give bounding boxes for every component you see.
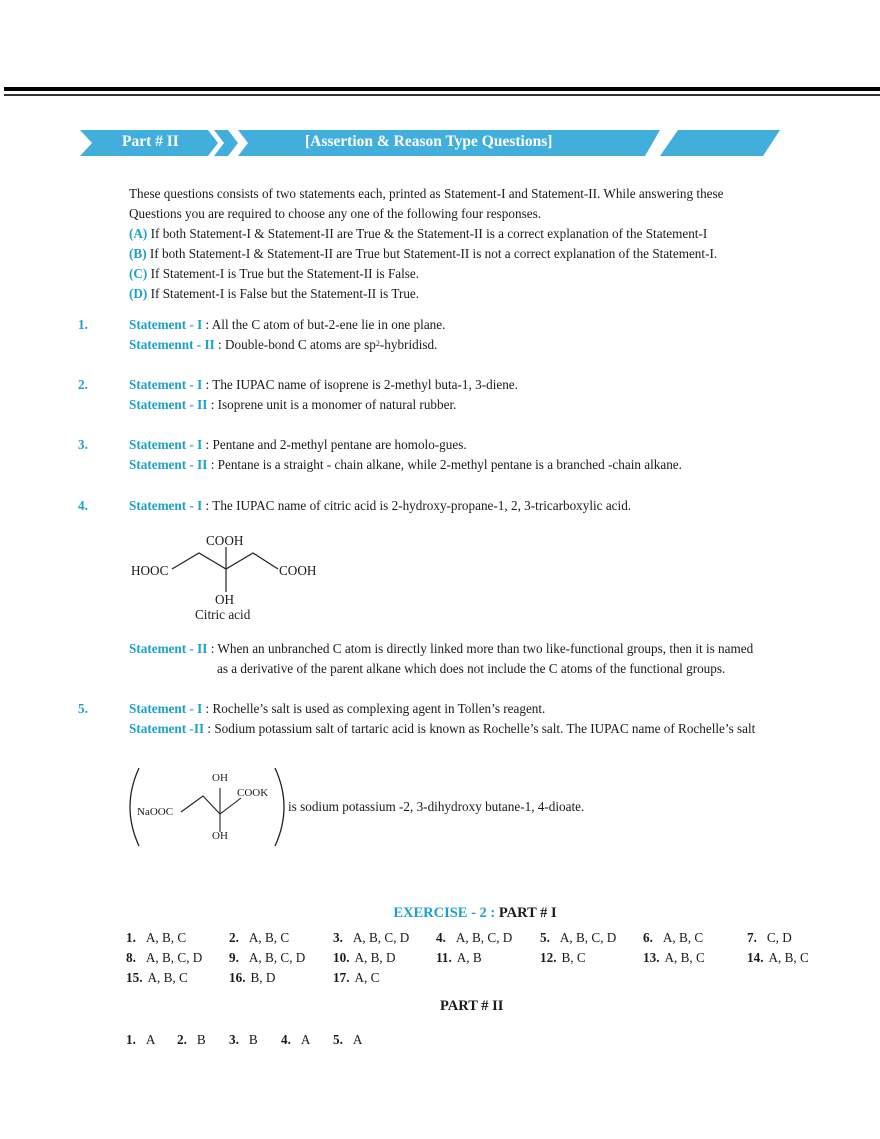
option-text: If both Statement-I & Statement-II are T…: [147, 226, 708, 241]
intro-line-1: These questions consists of two statemen…: [129, 186, 724, 201]
banner-title: [Assertion & Reason Type Questions]: [305, 133, 553, 150]
answer-item: 5.A, B, C, D: [540, 930, 617, 945]
statement-text: : The IUPAC name of citric acid is 2-hyd…: [202, 498, 632, 513]
rochelle-top-group: OH: [212, 772, 228, 784]
option-b: (B) If both Statement-I & Statement-II a…: [129, 244, 717, 264]
header-rule-thick: [4, 87, 880, 91]
q2-statement-2: Statement - II : Isoprene unit is a mono…: [129, 395, 456, 415]
answer-item: 8.A, B, C, D: [126, 950, 203, 965]
answer-item: 12.B, C: [540, 950, 586, 965]
statement-label: Statemennt - II: [129, 337, 215, 352]
exercise-part-title: PART # I: [495, 905, 557, 921]
option-key: (C): [129, 266, 148, 281]
option-d: (D) If Statement-I is False but the Stat…: [129, 284, 419, 304]
statement-label: Statement - I: [129, 498, 203, 513]
statement-text: : Sodium potassium salt of tartaric acid…: [204, 721, 756, 736]
answer-item: 1.A: [126, 1032, 156, 1047]
statement-label: Statement - II: [129, 397, 208, 412]
answer-item: 14.A, B, C: [747, 950, 809, 965]
question-number: 2.: [78, 377, 88, 392]
banner-shape: [80, 130, 780, 156]
answer-item: 1.A, B, C: [126, 930, 187, 945]
statement-text: : When an unbranched C atom is directly …: [207, 641, 754, 656]
q1-statement-1: Statement - I : All the C atom of but-2-…: [129, 315, 445, 335]
answer-item: 2.B: [177, 1032, 206, 1047]
q5-statement-1: Statement - I : Rochelle’s salt is used …: [129, 699, 545, 719]
exercise-heading: EXERCISE - 2 : PART # I: [0, 905, 880, 922]
q3-statement-2: Statement - II : Pentane is a straight -…: [129, 455, 682, 475]
question-number: 4.: [78, 498, 88, 513]
statement-label: Statement - I: [129, 437, 203, 452]
option-text: If Statement-I is False but the Statemen…: [147, 286, 420, 301]
q4-statement-1: Statement - I : The IUPAC name of citric…: [129, 496, 631, 516]
option-key: (A): [129, 226, 148, 241]
answer-item: 6.A, B, C: [643, 930, 704, 945]
rochelle-iupac-text: is sodium potassium -2, 3-dihydroxy buta…: [288, 799, 585, 814]
answer-item: 4.A, B, C, D: [436, 930, 513, 945]
statement-label: Statement - I: [129, 317, 203, 332]
answer-item: 16.B, D: [229, 970, 276, 985]
answer-item: 10.A, B, D: [333, 950, 396, 965]
question-number: 5.: [78, 701, 88, 716]
header-rule-thin: [4, 94, 880, 96]
answer-item: 7.C, D: [747, 930, 792, 945]
statement-text: : The IUPAC name of isoprene is 2-methyl…: [202, 377, 518, 392]
rochelle-bonds: [129, 767, 285, 847]
statement-label: Statement - I: [129, 377, 203, 392]
q4-statement-2: Statement - II : When an unbranched C at…: [129, 639, 753, 659]
option-c: (C) If Statement-I is True but the State…: [129, 264, 419, 284]
question-number: 1.: [78, 317, 88, 332]
rochelle-left-group: NaOOC: [137, 806, 174, 818]
right-parenthesis: [274, 767, 285, 847]
intro-line-2: Questions you are required to choose any…: [129, 206, 542, 221]
q1-statement-2: Statemennt - II : Double-bond C atoms ar…: [129, 335, 437, 355]
answer-item: 2.A, B, C: [229, 930, 290, 945]
answer-item: 3.B: [229, 1032, 258, 1047]
statement-text: : Double-bond C atoms are sp: [214, 337, 376, 352]
statement-label: Statement -II: [129, 721, 205, 736]
option-text: If both Statement-I & Statement-II are T…: [146, 246, 718, 261]
statement-text: -hybridisd.: [379, 337, 438, 352]
option-key: (D): [129, 286, 148, 301]
statement-text: : Pentane and 2-methyl pentane are homol…: [202, 437, 467, 452]
citric-right-group: COOH: [279, 563, 317, 578]
statement-text: : Rochelle’s salt is used as complexing …: [202, 701, 546, 716]
answer-item: 15.A, B, C: [126, 970, 188, 985]
q4-statement-2-cont: as a derivative of the parent alkane whi…: [217, 661, 726, 676]
answer-item: 11.A, B: [436, 950, 482, 965]
question-number: 3.: [78, 437, 88, 452]
option-a: (A) If both Statement-I & Statement-II a…: [129, 224, 707, 244]
option-key: (B): [129, 246, 147, 261]
answer-item: 17.A, C: [333, 970, 380, 985]
statement-text: : Isoprene unit is a monomer of natural …: [207, 397, 457, 412]
q3-statement-1: Statement - I : Pentane and 2-methyl pen…: [129, 435, 467, 455]
superscript: 2: [375, 339, 380, 348]
part-2-heading: PART # II: [440, 998, 504, 1014]
answer-item: 4.A: [281, 1032, 311, 1047]
answer-item: 13.A, B, C: [643, 950, 705, 965]
rochelle-right-group: COOK: [237, 787, 269, 799]
exercise-title: EXERCISE - 2 :: [393, 905, 496, 921]
statement-label: Statement - I: [129, 701, 203, 716]
rochelle-bottom-group: OH: [212, 830, 228, 842]
citric-caption: Citric acid: [195, 607, 251, 622]
answer-item: 3.A, B, C, D: [333, 930, 410, 945]
statement-label: Statement - II: [129, 457, 208, 472]
answer-item: 9.A, B, C, D: [229, 950, 306, 965]
section-banner: Part # II [Assertion & Reason Type Quest…: [80, 130, 780, 156]
statement-label: Statement - II: [129, 641, 208, 656]
statement-text: : All the C atom of but-2-ene lie in one…: [202, 317, 446, 332]
answer-item: 5.A: [333, 1032, 363, 1047]
option-text: If Statement-I is True but the Statement…: [147, 266, 420, 281]
q2-statement-1: Statement - I : The IUPAC name of isopre…: [129, 375, 518, 395]
citric-left-group: HOOC: [131, 563, 169, 578]
citric-bottom-group: OH: [215, 592, 235, 607]
left-parenthesis: [129, 767, 140, 847]
citric-top-group: COOH: [206, 533, 244, 548]
banner-part-label: Part # II: [122, 133, 179, 150]
q5-statement-2: Statement -II : Sodium potassium salt of…: [129, 719, 755, 739]
citric-acid-bonds: [171, 547, 279, 592]
statement-text: : Pentane is a straight - chain alkane, …: [207, 457, 682, 472]
